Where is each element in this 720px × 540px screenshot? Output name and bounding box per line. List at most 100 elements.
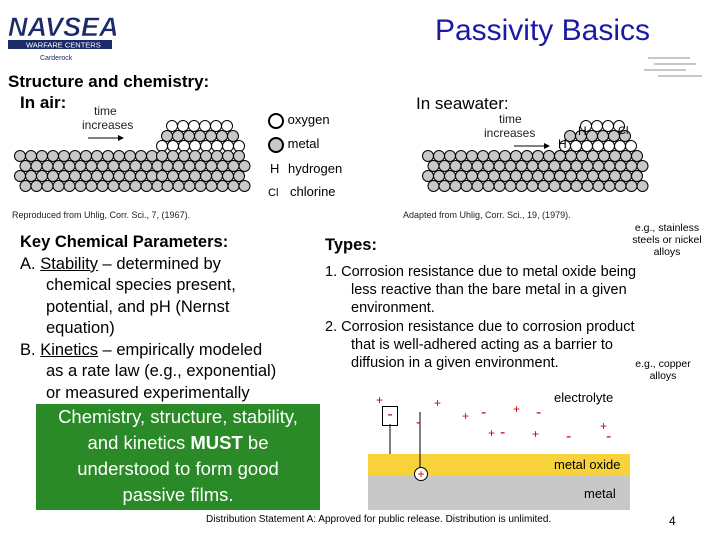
metal-atom [156,170,168,182]
metal-atom [510,150,522,162]
metal-atom [124,150,136,162]
metal-atom [238,160,251,172]
metal-atom [91,170,103,182]
metal-atom [636,180,649,192]
metal-atom [581,160,594,172]
metal-atom [19,180,32,192]
metal-atom [102,170,114,182]
metal-atom [433,150,445,162]
metal-atom [107,180,120,192]
metal-atom [69,150,81,162]
metal-atom [238,180,251,192]
metal-atom [25,170,37,182]
metal-atom [74,180,87,192]
metal-atom [499,170,511,182]
metal-atom [526,180,539,192]
metal-atom [499,150,511,162]
in-air-atom-diagram [14,120,251,192]
oxygen-atom [570,140,582,152]
metal-atom [603,180,616,192]
metal-atom [427,160,440,172]
metal-atom [19,160,32,172]
key-param-b-rest: – empirically modeled [97,340,263,359]
key-parameters-heading: Key Chemical Parameters: [20,233,229,251]
metal-atom [493,160,506,172]
metal-atom [14,170,26,182]
metal-atom [631,150,643,162]
callout-line3: understood to form good [77,458,279,479]
metal-atom [102,150,114,162]
metal-atom [471,160,484,172]
key-parameters: Key Chemical Parameters: A. Stability – … [20,232,320,404]
metal-atom [129,180,142,192]
metal-atom [592,180,605,192]
in-air-label: In air: [20,93,67,112]
in-seawater-label: In seawater: [416,94,509,113]
metal-atom [438,180,451,192]
metal-atom [526,160,539,172]
seawater-h-label-2: H [558,137,567,151]
metal-atom-icon [268,136,284,153]
metal-atom [548,160,561,172]
key-param-b-line3: or measured experimentally [46,383,250,402]
oxygen-atom [613,120,625,132]
metal-atom [194,180,207,192]
svg-text:WARFARE CENTERS: WARFARE CENTERS [26,41,101,50]
metal-atom [592,160,605,172]
metal-atom [466,170,478,182]
metal-atom [614,160,627,172]
metal-atom [521,150,533,162]
metal-atom [222,170,234,182]
metal-atom [576,170,588,182]
metal-atom [619,130,631,142]
metal-atom [178,150,190,162]
time-label-air-1: time [94,104,117,118]
charge-plus-3: + [462,409,470,423]
oxygen-atom [592,140,604,152]
metal-atom [477,170,489,182]
note-stainless-l2: steels or nickel [632,234,702,246]
chlorine-symbol: Cl [268,187,279,199]
metal-atom [96,180,109,192]
type-1-line2: less reactive than the bare metal in a g… [351,282,627,299]
metal-atom [587,150,599,162]
metal-atom [493,180,506,192]
callout-emphasis: MUST [190,432,243,453]
metal-atom [205,180,218,192]
key-param-a-term: Stability [40,254,98,273]
charge-minus-5: - [566,428,572,445]
note-stainless-l3: alloys [653,246,681,258]
metal-atom [620,150,632,162]
decorative-lines [644,57,702,77]
metal-atom [189,150,201,162]
oxygen-atom [222,140,234,152]
callout-line2-pre: and kinetics [87,432,191,453]
metal-atom [96,160,109,172]
metal-atom [107,160,120,172]
metal-atom [216,180,229,192]
metal-atom [460,160,473,172]
metal-atom [178,170,190,182]
metal-atom [515,160,528,172]
charge-minus-6: - [606,428,612,445]
metal-atom [609,150,621,162]
structure-heading: Structure and chemistry: [8,72,210,91]
oxygen-atom [602,120,614,132]
time-label-sea-1: time [499,112,522,126]
seawater-cl-label: Cl [618,125,629,137]
metal-atom [532,150,544,162]
metal-atom [216,130,228,142]
metal-atom [455,170,467,182]
oxygen-atom [211,140,223,152]
types-list: 1. Corrosion resistance due to metal oxi… [325,263,685,372]
callout-line2-post: be [242,432,269,453]
metal-atom [422,150,434,162]
metal-atom [41,180,54,192]
charge-plus-4: + [513,402,521,416]
oxygen-atom [210,120,222,132]
in-seawater-atom-diagram [422,120,649,192]
metal-atom [25,150,37,162]
type-1-line1: 1. Corrosion resistance due to metal oxi… [325,264,637,280]
legend-oxygen: oxygen [268,112,330,129]
cation-circle: + [414,467,428,481]
